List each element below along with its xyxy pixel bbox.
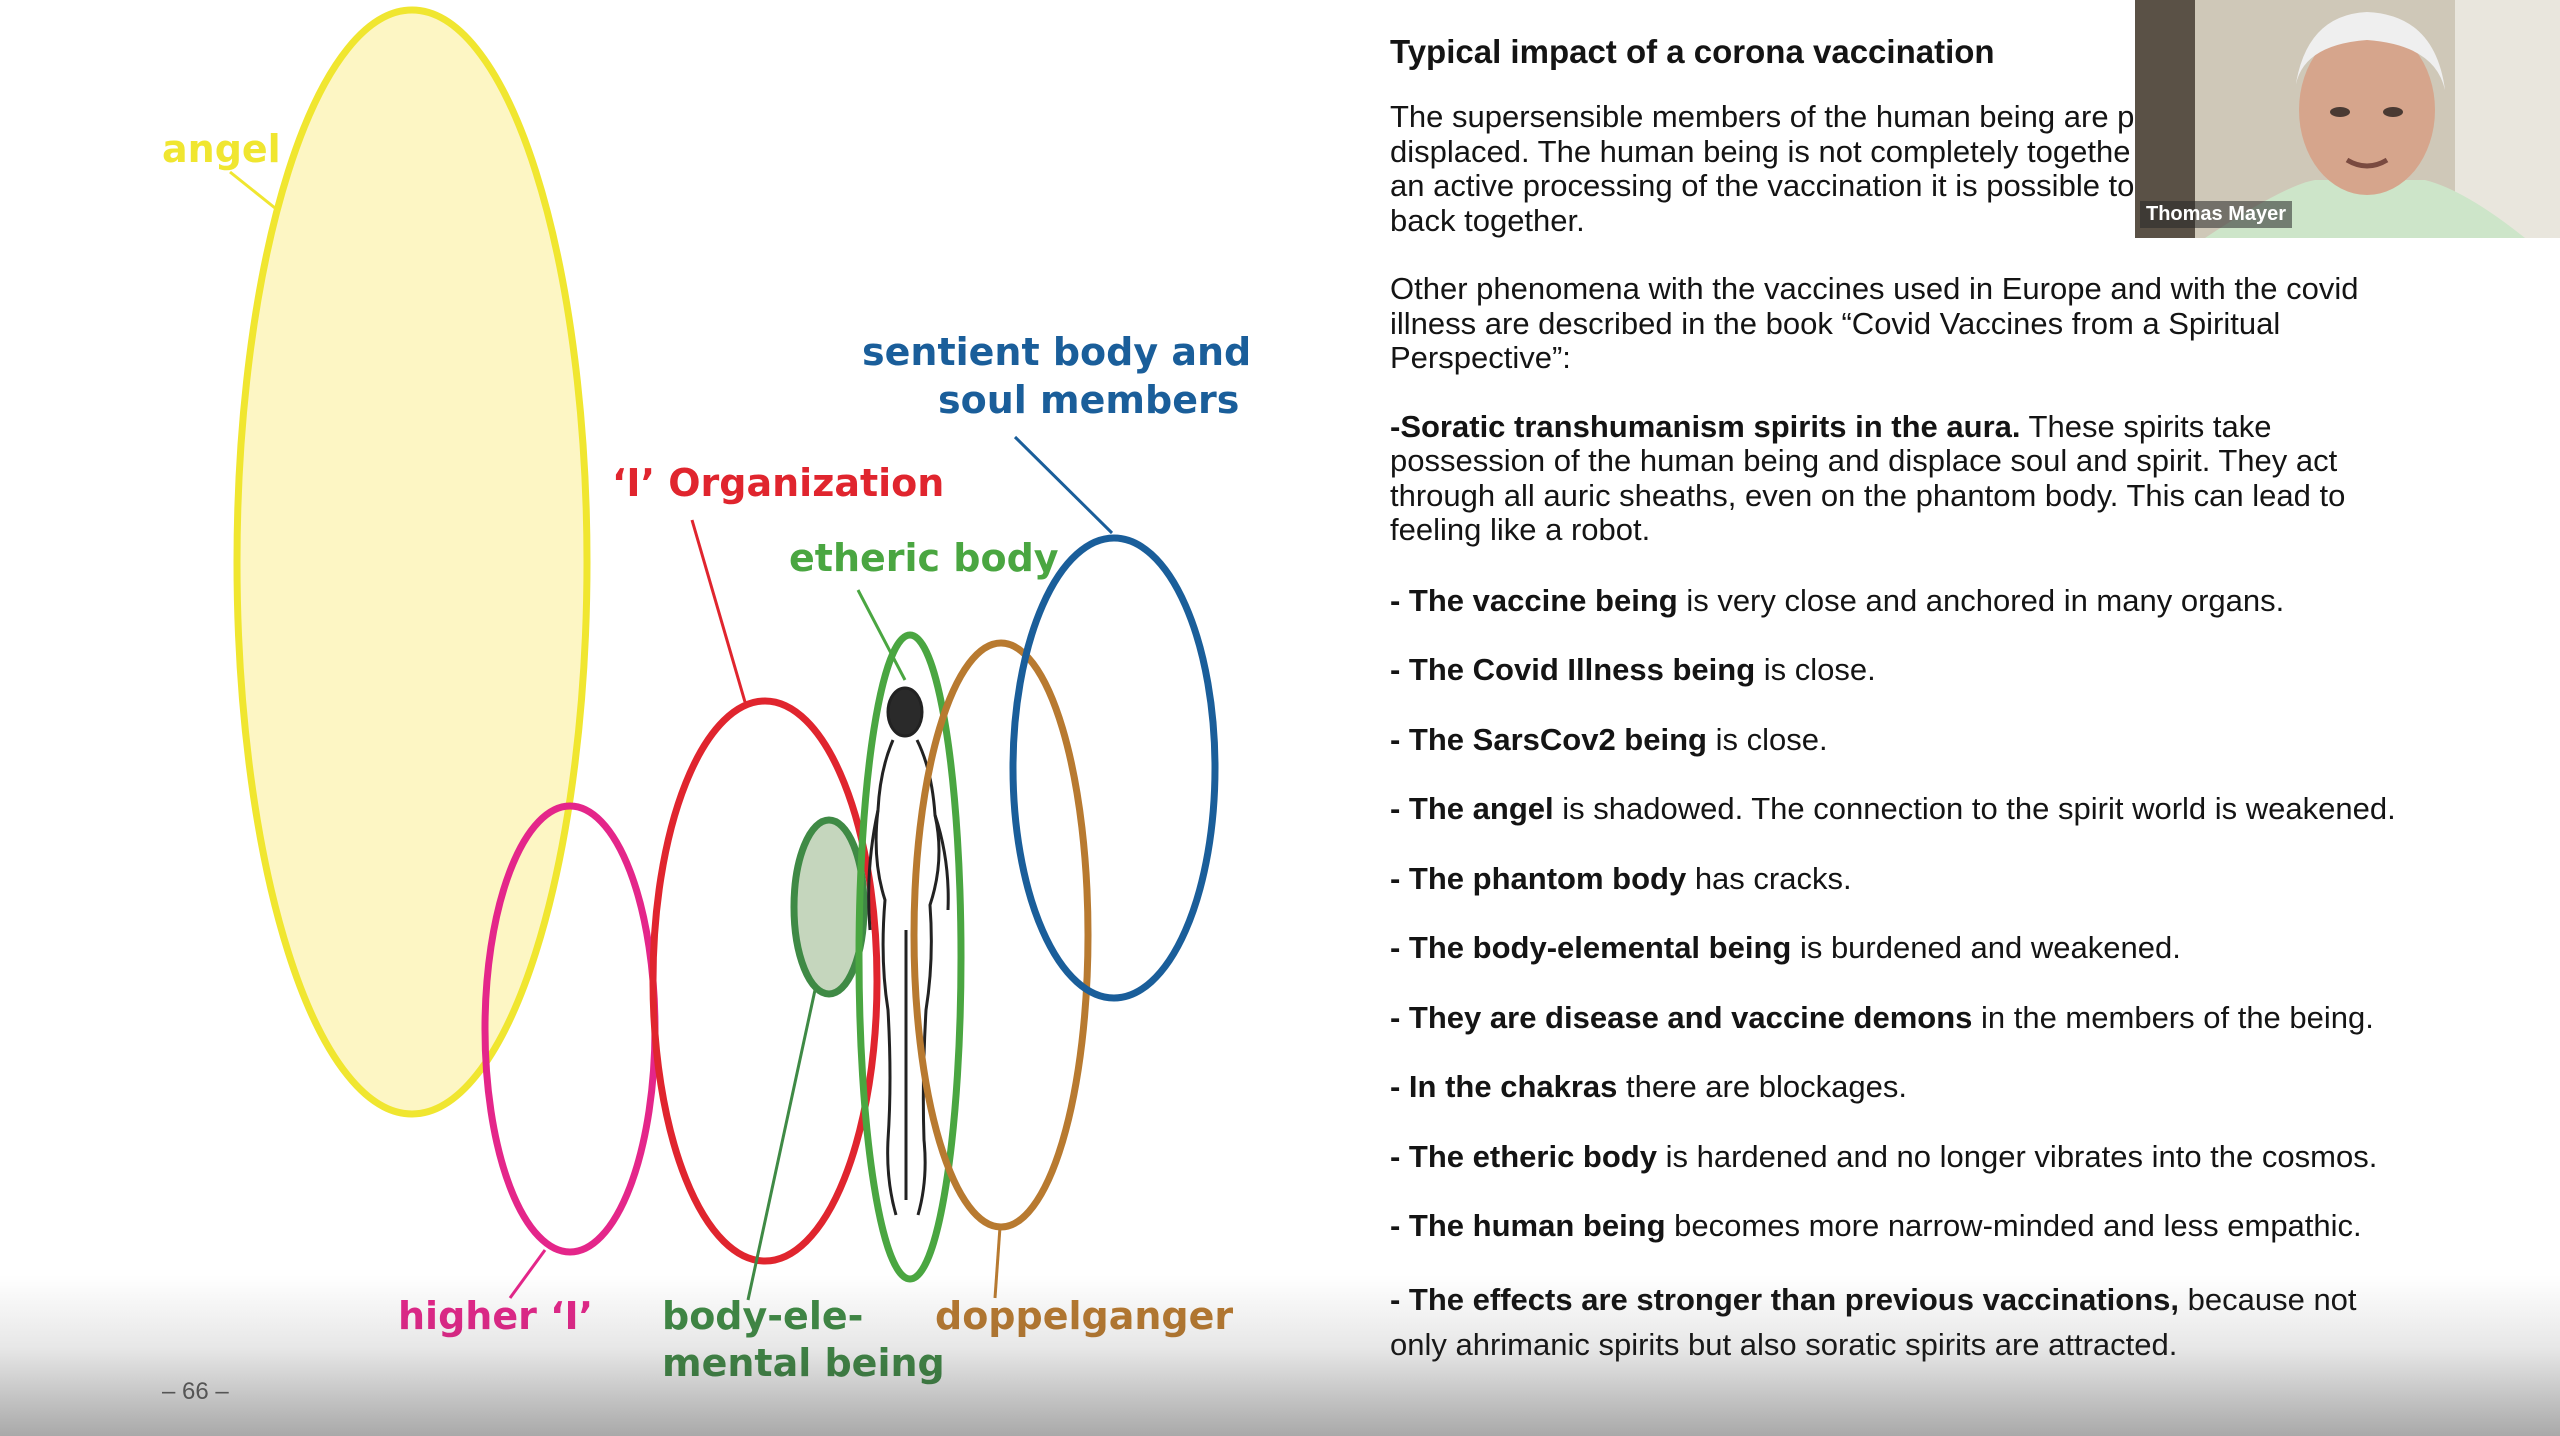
body-elemental-leader-line (746, 989, 817, 1301)
doppelganger-ellipse (910, 639, 1092, 1231)
soratic-line: possession of the human being and displa… (1390, 443, 2338, 478)
list-item: - In the chakras there are blockages. (1390, 1068, 2500, 1106)
intro-line: The supersensible members of the human b… (1390, 99, 2135, 134)
list-item: - The vaccine being is very close and an… (1390, 582, 2500, 620)
i-organization-label: ‘I’ Organization (612, 461, 945, 505)
soratic-line: feeling like a robot. (1390, 512, 1651, 547)
angel-leader-line (229, 170, 276, 210)
item-text: has cracks. (1686, 860, 1852, 896)
book-line: illness are described in the book “Covid… (1390, 305, 2281, 341)
higher-i-ellipse (481, 802, 659, 1256)
slide-text: Typical impact of a corona vaccination T… (1390, 30, 2500, 1398)
item-text: because not (2179, 1281, 2357, 1317)
item-bold: - The effects are stronger than previous… (1390, 1281, 2180, 1317)
webcam-thumbnail[interactable]: Thomas Mayer (2135, 0, 2560, 238)
book-line: Other phenomena with the vaccines used i… (1390, 271, 2359, 306)
book-paragraph: Other phenomena with the vaccines used i… (1390, 271, 2500, 376)
intro-line: an active processing of the vaccination … (1390, 168, 2135, 203)
angel-ellipse (233, 6, 591, 1118)
item-text: is close. (1706, 721, 1828, 757)
doppelganger-label: doppelganger (935, 1294, 1234, 1338)
higher-i-label: higher ‘I’ (398, 1294, 594, 1338)
item-bold: - The human being (1390, 1208, 1666, 1243)
last-line: - The effects are stronger than previous… (1390, 1277, 2500, 1322)
soratic-line: through all auric sheaths, even on the p… (1390, 477, 2346, 513)
item-text: is close. (1755, 652, 1876, 687)
item-text: is hardened and no longer vibrates into … (1656, 1138, 2378, 1174)
slide-title: Typical impact of a corona vaccination (1390, 33, 1995, 70)
page-number: – 66 – (162, 1378, 229, 1405)
item-bold: - The SarsCov2 being (1390, 721, 1707, 757)
etheric-leader-line (856, 589, 907, 681)
participant-name: Thomas Mayer (2140, 201, 2293, 228)
item-bold: - In the chakras (1390, 1069, 1618, 1104)
i-organization-ellipse (649, 697, 881, 1265)
intro-paragraph: The supersensible members of the human b… (1390, 99, 2500, 238)
sentient-leader-line (1013, 435, 1114, 535)
last-line: only ahrimanic spirits but also soratic … (1390, 1326, 2178, 1362)
item-text: is very close and anchored in many organ… (1677, 582, 2285, 618)
aura-diagram (229, 6, 1219, 1301)
higher-i-leader-line (508, 1249, 547, 1299)
list-item: - The SarsCov2 being is close. (1390, 721, 2500, 759)
list-item-last: - The effects are stronger than previous… (1390, 1277, 2500, 1367)
item-bold: - The body-elemental being (1390, 930, 1792, 965)
item-bold: - They are disease and vaccine demons (1390, 999, 1973, 1035)
list-item: - The angel is shadowed. The connection … (1390, 790, 2500, 828)
soratic-bold: -Soratic transhumanism spirits in the au… (1390, 408, 2021, 444)
book-line: Perspective”: (1390, 340, 1571, 375)
body-elemental-label-line2: mental being (662, 1341, 945, 1385)
item-text: becomes more narrow-minded and less empa… (1665, 1208, 2362, 1243)
angel-label: angel (162, 127, 281, 171)
item-text: is shadowed. The connection to the spiri… (1553, 791, 2396, 826)
human-figure (867, 686, 950, 1216)
intro-line: displaced. The human being is not comple… (1390, 133, 2131, 169)
item-text: there are blockages. (1617, 1069, 1907, 1104)
item-bold: - The phantom body (1390, 860, 1687, 896)
list-item: - The body-elemental being is burdened a… (1390, 929, 2500, 967)
etheric-body-ellipse (855, 631, 965, 1283)
intro-line: back together. (1390, 202, 1585, 238)
item-bold: - The Covid Illness being (1390, 652, 1756, 687)
list-item: - The etheric body is hardened and no lo… (1390, 1138, 2500, 1176)
doppelganger-leader-line (993, 1226, 1002, 1299)
body-elemental-ellipse (790, 816, 868, 998)
sentient-body-label-line2: soul members (938, 378, 1240, 422)
speaker-video (2135, 0, 2560, 238)
item-bold: - The angel (1390, 791, 1554, 826)
sentient-body-label-line1: sentient body and (862, 330, 1252, 374)
list-item: - The phantom body has cracks. (1390, 860, 2500, 898)
item-text: in the members of the being. (1972, 999, 2374, 1035)
soratic-rest: These spirits take (2020, 408, 2272, 444)
soratic-line: -Soratic transhumanism spirits in the au… (1390, 408, 2500, 445)
list-item: - The Covid Illness being is close. (1390, 651, 2500, 689)
list-item: - They are disease and vaccine demons in… (1390, 999, 2500, 1037)
item-bold: - The etheric body (1390, 1138, 1657, 1174)
item-text: is burdened and weakened. (1791, 930, 2181, 965)
list-item: - The human being becomes more narrow-mi… (1390, 1207, 2500, 1245)
item-bold: - The vaccine being (1390, 582, 1678, 618)
body-elemental-label-line1: body-ele- (662, 1294, 864, 1338)
etheric-body-label: etheric body (789, 536, 1059, 580)
soratic-paragraph: -Soratic transhumanism spirits in the au… (1390, 408, 2500, 548)
i-organization-leader-line (690, 519, 747, 703)
sentient-body-ellipse (1009, 534, 1219, 1002)
